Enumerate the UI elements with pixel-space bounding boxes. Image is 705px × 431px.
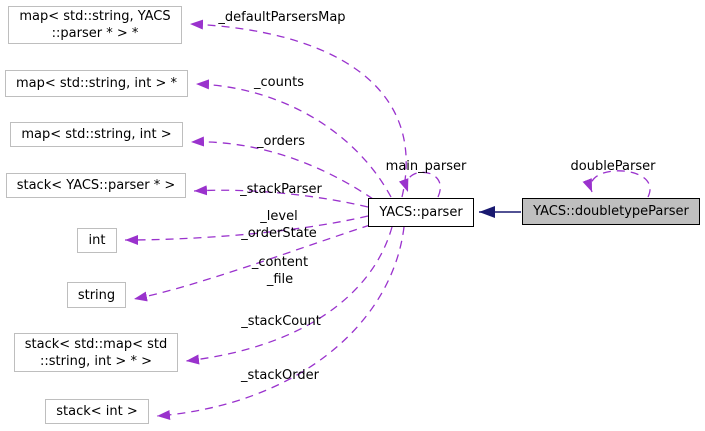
edge-label-orderState: _orderState [241,226,317,241]
edge-label-doubleParser: doubleParser [570,159,656,174]
edge-stackCount [185,226,393,365]
node-label: YACS::doubletypeParser [533,204,689,219]
edge-doubleParser-selfloop [582,170,651,198]
edge-label-content: _content [251,255,309,270]
node-label: map< std::string, YACS [19,9,171,24]
node-label: YACS::parser [379,205,463,220]
node-label: ::string, int > * > [40,353,152,369]
node-stack-yacs-parser[interactable]: stack< YACS::parser * > [6,173,186,198]
edge-label-counts: _counts [254,75,304,90]
edge-stackParser [193,185,369,208]
node-label: stack< int > [56,404,138,419]
node-label: map< std::string, int > * [16,76,177,91]
node-string[interactable]: string [67,282,126,308]
node-label: int [88,233,106,248]
node-label: ::parser * > * [51,26,139,41]
edge-label-defaultParsersMap: _defaultParsersMap [218,10,346,25]
edge-label-stackParser: _stackParser [240,182,322,197]
edge-orders [190,136,374,200]
node-label: map< std::string, int > [21,127,172,142]
edge-label-main-parser: main_parser [385,159,467,174]
node-label: string [77,287,116,303]
node-stack-map-string-int[interactable]: stack< std::map< std ::string, int > * > [14,333,178,372]
edge-stackOrder [156,226,405,420]
node-int[interactable]: int [77,228,117,253]
edge-content-file [133,224,371,302]
node-stack-int[interactable]: stack< int > [45,399,149,424]
edge-level-orderState [124,215,369,245]
edge-label-orders: _orders [257,134,305,149]
node-map-string-yacs-parser[interactable]: map< std::string, YACS ::parser * > * [8,6,182,44]
edge-label-content-file: _content _file [252,254,308,288]
node-map-string-int[interactable]: map< std::string, int > [10,122,183,147]
node-map-string-int-ptr[interactable]: map< std::string, int > * [5,70,188,97]
edge-defaultParsersMap [189,19,407,198]
edge-label-file: _file [266,272,294,287]
node-yacs-doubletypeparser[interactable]: YACS::doubletypeParser [522,198,700,225]
edge-label-stackOrder: _stackOrder [241,368,319,383]
node-label: stack< std::map< std [24,336,168,352]
edge-counts [195,79,392,198]
node-label: stack< YACS::parser * > [16,178,176,193]
edge-label-level: _level [260,209,298,224]
edge-label-stackCount: _stackCount [241,314,321,329]
node-yacs-parser[interactable]: YACS::parser [368,198,474,227]
edge-main-parser-selfloop [398,171,441,198]
edge-label-level-orderState: _level _orderState [241,208,317,242]
